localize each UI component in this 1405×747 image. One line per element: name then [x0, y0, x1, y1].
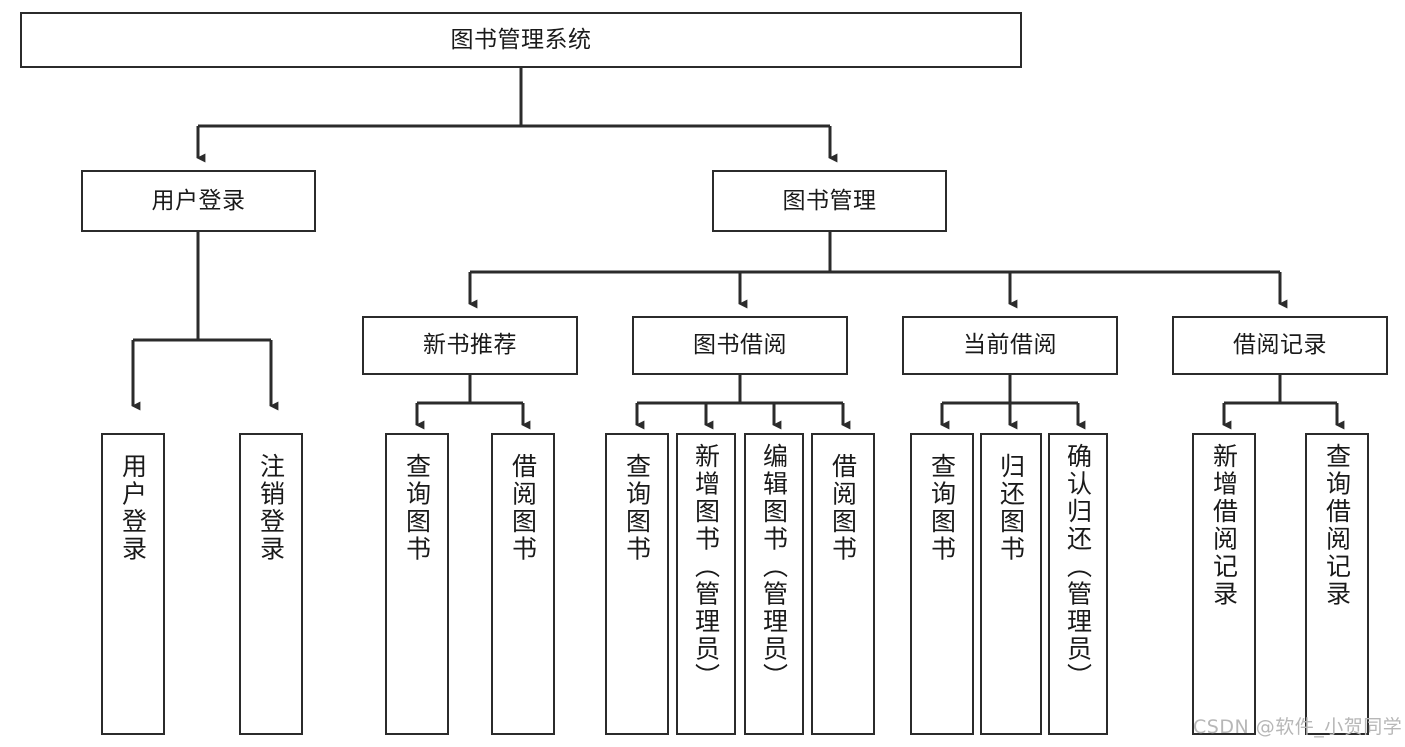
node-book-borrow[interactable]: 图书借阅	[632, 316, 848, 375]
node-label: 图书管理	[782, 187, 877, 214]
node-label: 当前借阅	[963, 332, 1057, 359]
leaf-borrow-book-recommend[interactable]: 借阅图书	[491, 433, 555, 735]
node-current-borrow[interactable]: 当前借阅	[902, 316, 1118, 375]
leaf-confirm-return-admin[interactable]: 确认归还（管理员）	[1048, 433, 1108, 735]
node-label: 借阅记录	[1233, 332, 1327, 359]
node-label: 编辑图书（管理员）	[759, 443, 789, 691]
node-label: 新书推荐	[423, 332, 517, 359]
node-new-book-recommend[interactable]: 新书推荐	[362, 316, 578, 375]
leaf-borrow-book[interactable]: 借阅图书	[811, 433, 875, 735]
leaf-user-login[interactable]: 用户登录	[101, 433, 165, 735]
node-label: 借阅图书	[508, 453, 538, 563]
leaf-edit-book-admin[interactable]: 编辑图书（管理员）	[744, 433, 804, 735]
node-borrow-record[interactable]: 借阅记录	[1172, 316, 1388, 375]
node-label: 图书借阅	[693, 332, 787, 359]
node-label: 确认归还（管理员）	[1063, 443, 1093, 691]
node-label: 图书管理系统	[450, 26, 592, 53]
leaf-add-book-admin[interactable]: 新增图书（管理员）	[676, 433, 736, 735]
node-label: 新增图书（管理员）	[691, 443, 721, 691]
leaf-add-borrow-record[interactable]: 新增借阅记录	[1192, 433, 1256, 735]
node-user-login[interactable]: 用户登录	[81, 170, 316, 232]
node-label: 查询图书	[402, 453, 432, 563]
node-label: 查询借阅记录	[1322, 443, 1352, 608]
leaf-return-book[interactable]: 归还图书	[980, 433, 1042, 735]
leaf-query-book-borrow[interactable]: 查询图书	[605, 433, 669, 735]
node-label: 借阅图书	[828, 453, 858, 563]
leaf-logout[interactable]: 注销登录	[239, 433, 303, 735]
node-book-management-system[interactable]: 图书管理系统	[20, 12, 1022, 68]
node-label: 查询图书	[622, 453, 652, 563]
leaf-query-borrow-record[interactable]: 查询借阅记录	[1305, 433, 1369, 735]
node-book-management[interactable]: 图书管理	[712, 170, 947, 232]
node-label: 新增借阅记录	[1209, 443, 1239, 608]
node-label: 用户登录	[151, 187, 246, 214]
node-label: 归还图书	[996, 453, 1026, 563]
node-label: 用户登录	[118, 453, 148, 563]
leaf-query-book-recommend[interactable]: 查询图书	[385, 433, 449, 735]
node-label: 注销登录	[256, 453, 286, 563]
node-label: 查询图书	[927, 453, 957, 563]
watermark-text: CSDN @软件_小贺同学	[1193, 716, 1403, 738]
leaf-query-book-current[interactable]: 查询图书	[910, 433, 974, 735]
